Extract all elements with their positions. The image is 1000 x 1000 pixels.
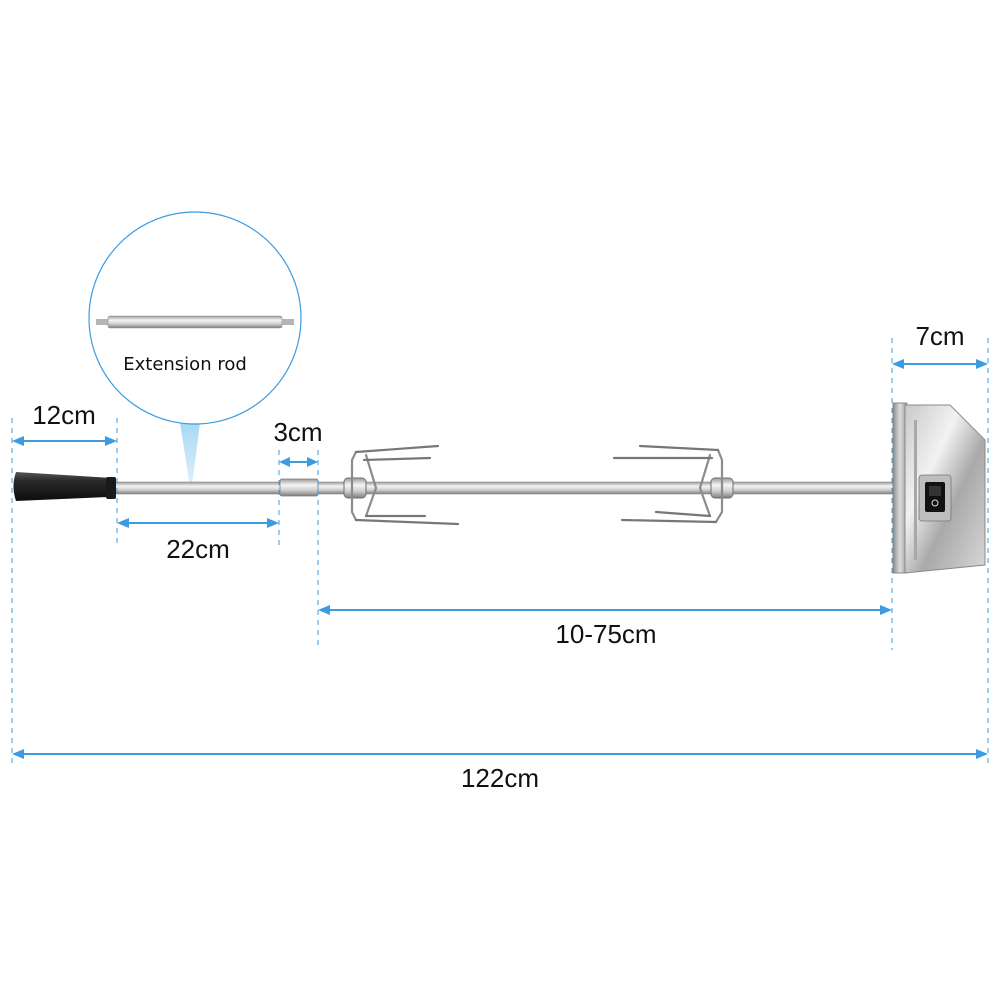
callout-pointer xyxy=(180,423,200,493)
spit-rod xyxy=(109,481,901,495)
callout-label: Extension rod xyxy=(123,354,247,375)
handle-dimension-label: 12cm xyxy=(32,400,96,430)
power-switch-icon xyxy=(918,474,952,522)
forks-range-dimension-arrow xyxy=(318,605,892,615)
rod-coupler xyxy=(279,478,319,497)
dimension-arrows xyxy=(12,359,988,759)
coupler-dimension-label: 3cm xyxy=(273,417,322,447)
handle xyxy=(13,472,116,501)
coupler-dimension-arrow xyxy=(279,457,318,467)
forks-range-dimension-label: 10-75cm xyxy=(555,619,656,649)
dimension-guides xyxy=(11,338,989,768)
extension-rod-icon xyxy=(96,315,294,329)
extension-dimension-label: 22cm xyxy=(166,534,230,564)
motor-dimension-arrow xyxy=(892,359,988,369)
motor-dimension-label: 7cm xyxy=(915,321,964,351)
total-dimension-arrow xyxy=(12,749,988,759)
extension-dimension-arrow xyxy=(117,518,279,528)
handle-dimension-arrow xyxy=(12,436,117,446)
total-dimension-label: 122cm xyxy=(461,763,539,793)
left-fork xyxy=(343,444,460,526)
right-fork xyxy=(612,444,734,524)
motor-box xyxy=(892,402,986,574)
spit-rod-assembly xyxy=(13,402,986,574)
extension-rod-callout: Extension rod xyxy=(88,211,302,493)
dimension-labels: 12cm 22cm 3cm 10-75cm 7cm 122cm xyxy=(32,321,964,793)
